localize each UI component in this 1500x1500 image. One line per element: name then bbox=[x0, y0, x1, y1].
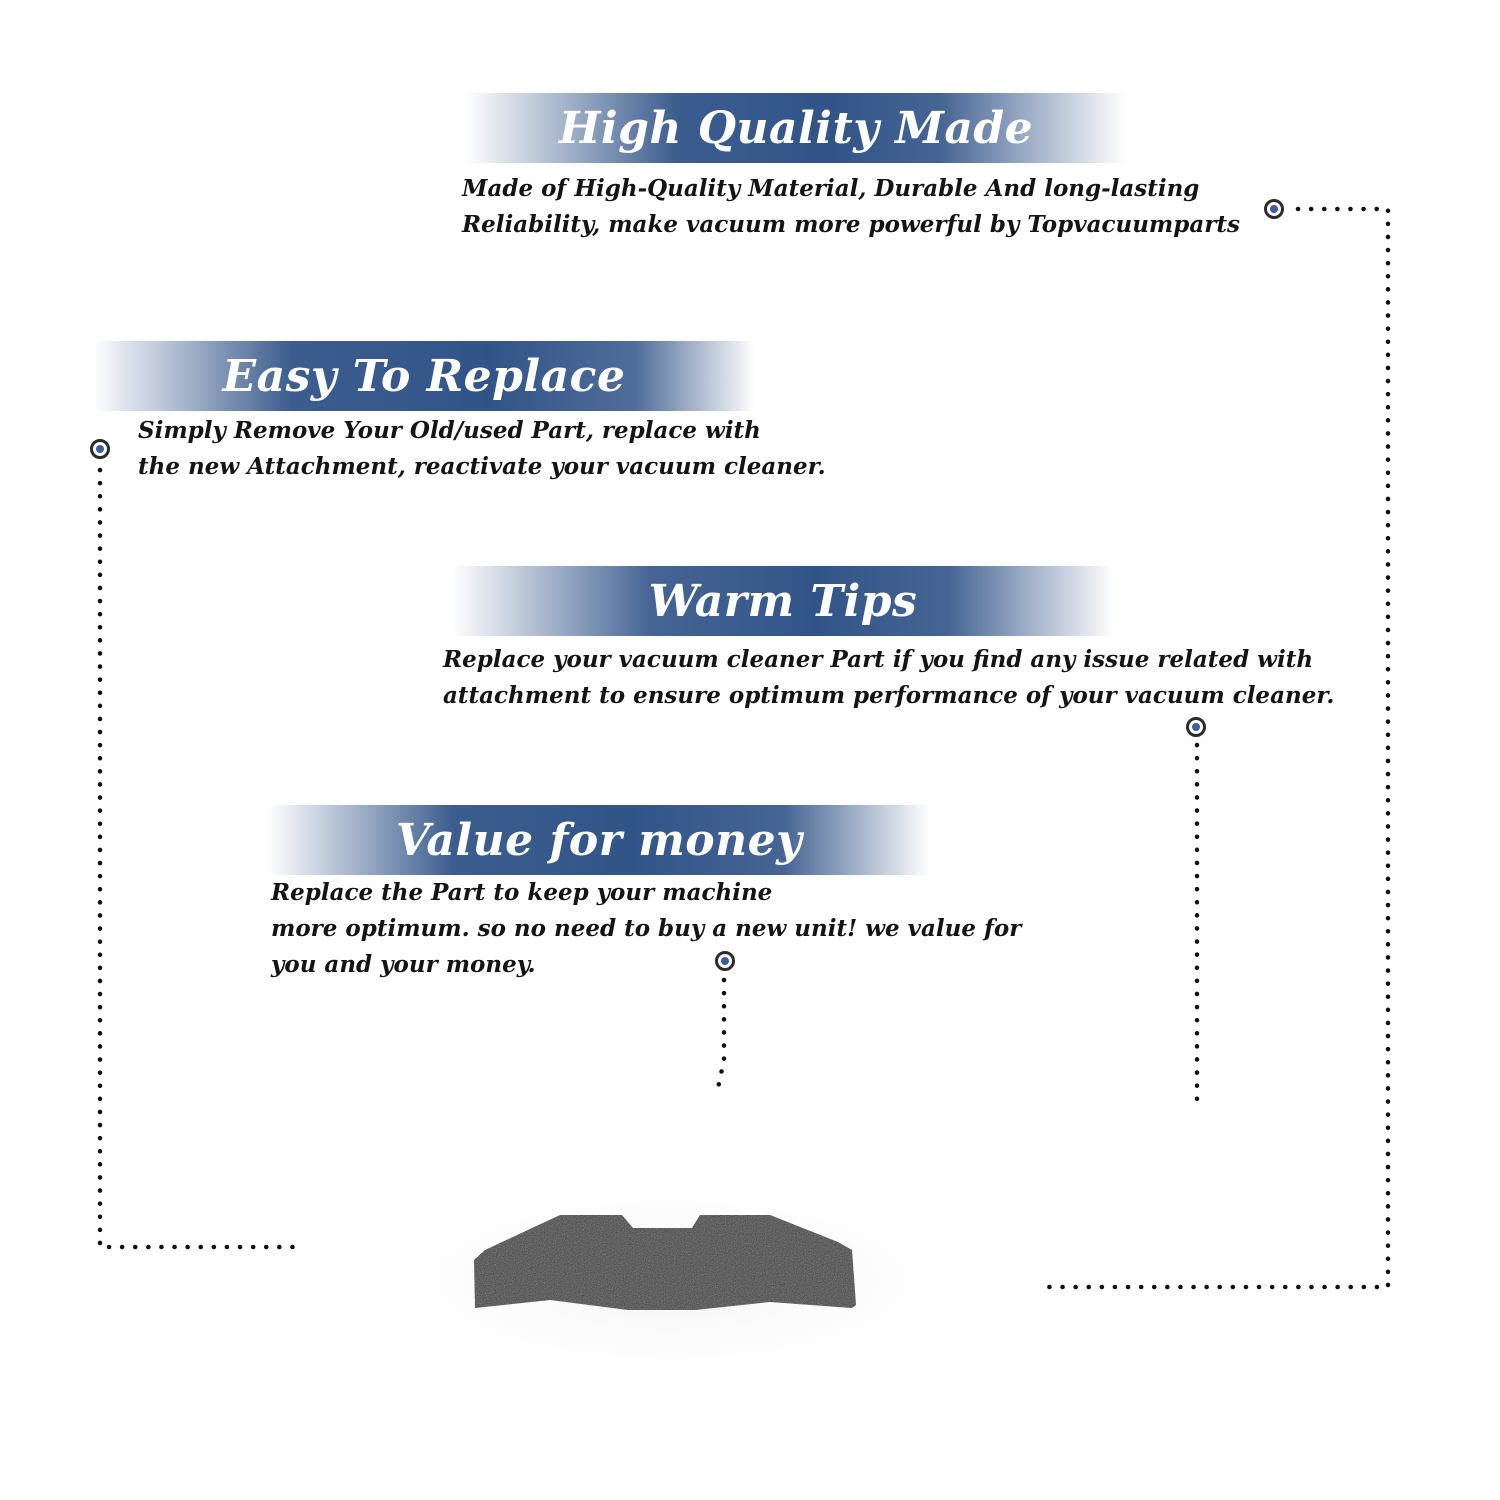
description-line: you and your money. bbox=[271, 951, 536, 978]
feature-description-high-quality: Made of High-Quality Material, Durable A… bbox=[462, 171, 1240, 243]
feature-description-easy-replace: Simply Remove Your Old/used Part, replac… bbox=[138, 413, 826, 485]
feature-title-warm-tips: Warm Tips bbox=[452, 566, 1114, 636]
foam-filter-image bbox=[310, 1160, 1030, 1400]
target-dot-icon bbox=[1186, 717, 1206, 737]
description-line: the new Attachment, reactivate your vacu… bbox=[138, 453, 826, 480]
description-line: Reliability, make vacuum more powerful b… bbox=[462, 211, 1240, 238]
feature-title-high-quality: High Quality Made bbox=[466, 93, 1126, 163]
description-line: Replace the Part to keep your machine bbox=[271, 879, 773, 906]
feature-title-easy-replace: Easy To Replace bbox=[93, 341, 755, 411]
description-line: Replace your vacuum cleaner Part if you … bbox=[443, 646, 1314, 673]
connector-easy-replace bbox=[97, 467, 299, 1250]
target-dot-icon bbox=[1264, 199, 1284, 219]
target-dot-icon bbox=[90, 439, 110, 459]
connector-high-quality bbox=[1035, 206, 1391, 1290]
description-line: attachment to ensure optimum performance… bbox=[443, 682, 1335, 709]
description-line: Simply Remove Your Old/used Part, replac… bbox=[138, 417, 761, 444]
description-line: Made of High-Quality Material, Durable A… bbox=[462, 175, 1200, 202]
foam-filter-body bbox=[474, 1215, 856, 1310]
feature-title-value-money: Value for money bbox=[268, 805, 930, 875]
feature-description-warm-tips: Replace your vacuum cleaner Part if you … bbox=[443, 642, 1334, 714]
description-line: more optimum. so no need to buy a new un… bbox=[271, 915, 1022, 942]
feature-description-value-money: Replace the Part to keep your machine mo… bbox=[271, 875, 1021, 983]
target-dot-icon bbox=[715, 951, 735, 971]
connector-value-money bbox=[715, 977, 727, 1091]
